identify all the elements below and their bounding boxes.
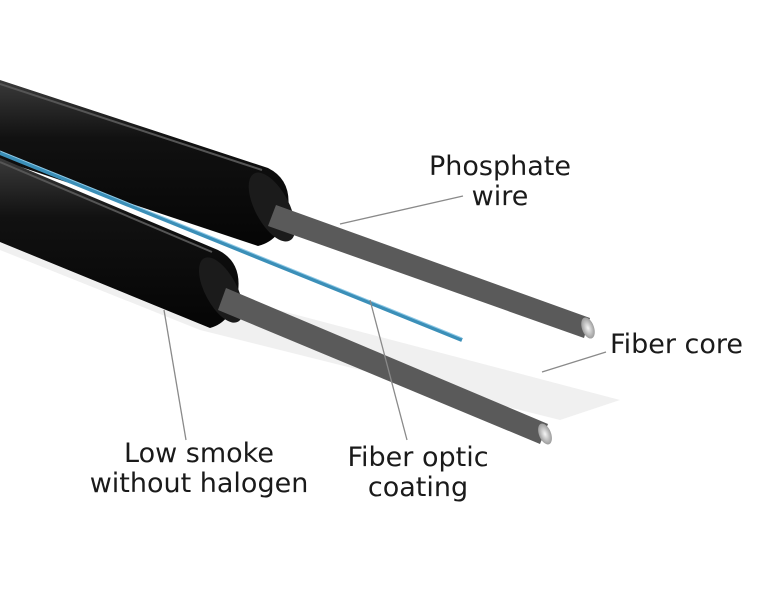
- phosphate-wire-label-line2: wire: [471, 181, 529, 212]
- low-smoke-label-line1: Low smoke: [124, 438, 274, 469]
- lower-wire: [218, 288, 552, 445]
- low-smoke-label: Low smoke without halogen: [86, 439, 312, 499]
- fiber-coating-label-line1: Fiber optic: [347, 442, 489, 473]
- floor-shadow: [0, 215, 620, 420]
- fiber-core-label-text: Fiber core: [610, 329, 743, 360]
- fiber-optic-strand: [0, 151, 463, 342]
- fiber-coating-label: Fiber optic coating: [343, 443, 493, 503]
- leader-fiber-core: [541, 351, 607, 373]
- phosphate-wire-label: Phosphate wire: [425, 152, 575, 212]
- fiber-core-label: Fiber core: [610, 330, 743, 360]
- upper-wire: [268, 205, 595, 339]
- leader-coating: [369, 299, 408, 441]
- low-smoke-label-line2: without halogen: [89, 468, 309, 499]
- leader-phosphate: [339, 195, 464, 225]
- fiber-coating-label-line2: coating: [367, 472, 469, 503]
- phosphate-wire-label-line1: Phosphate: [429, 151, 571, 182]
- leader-low-smoke: [163, 309, 187, 441]
